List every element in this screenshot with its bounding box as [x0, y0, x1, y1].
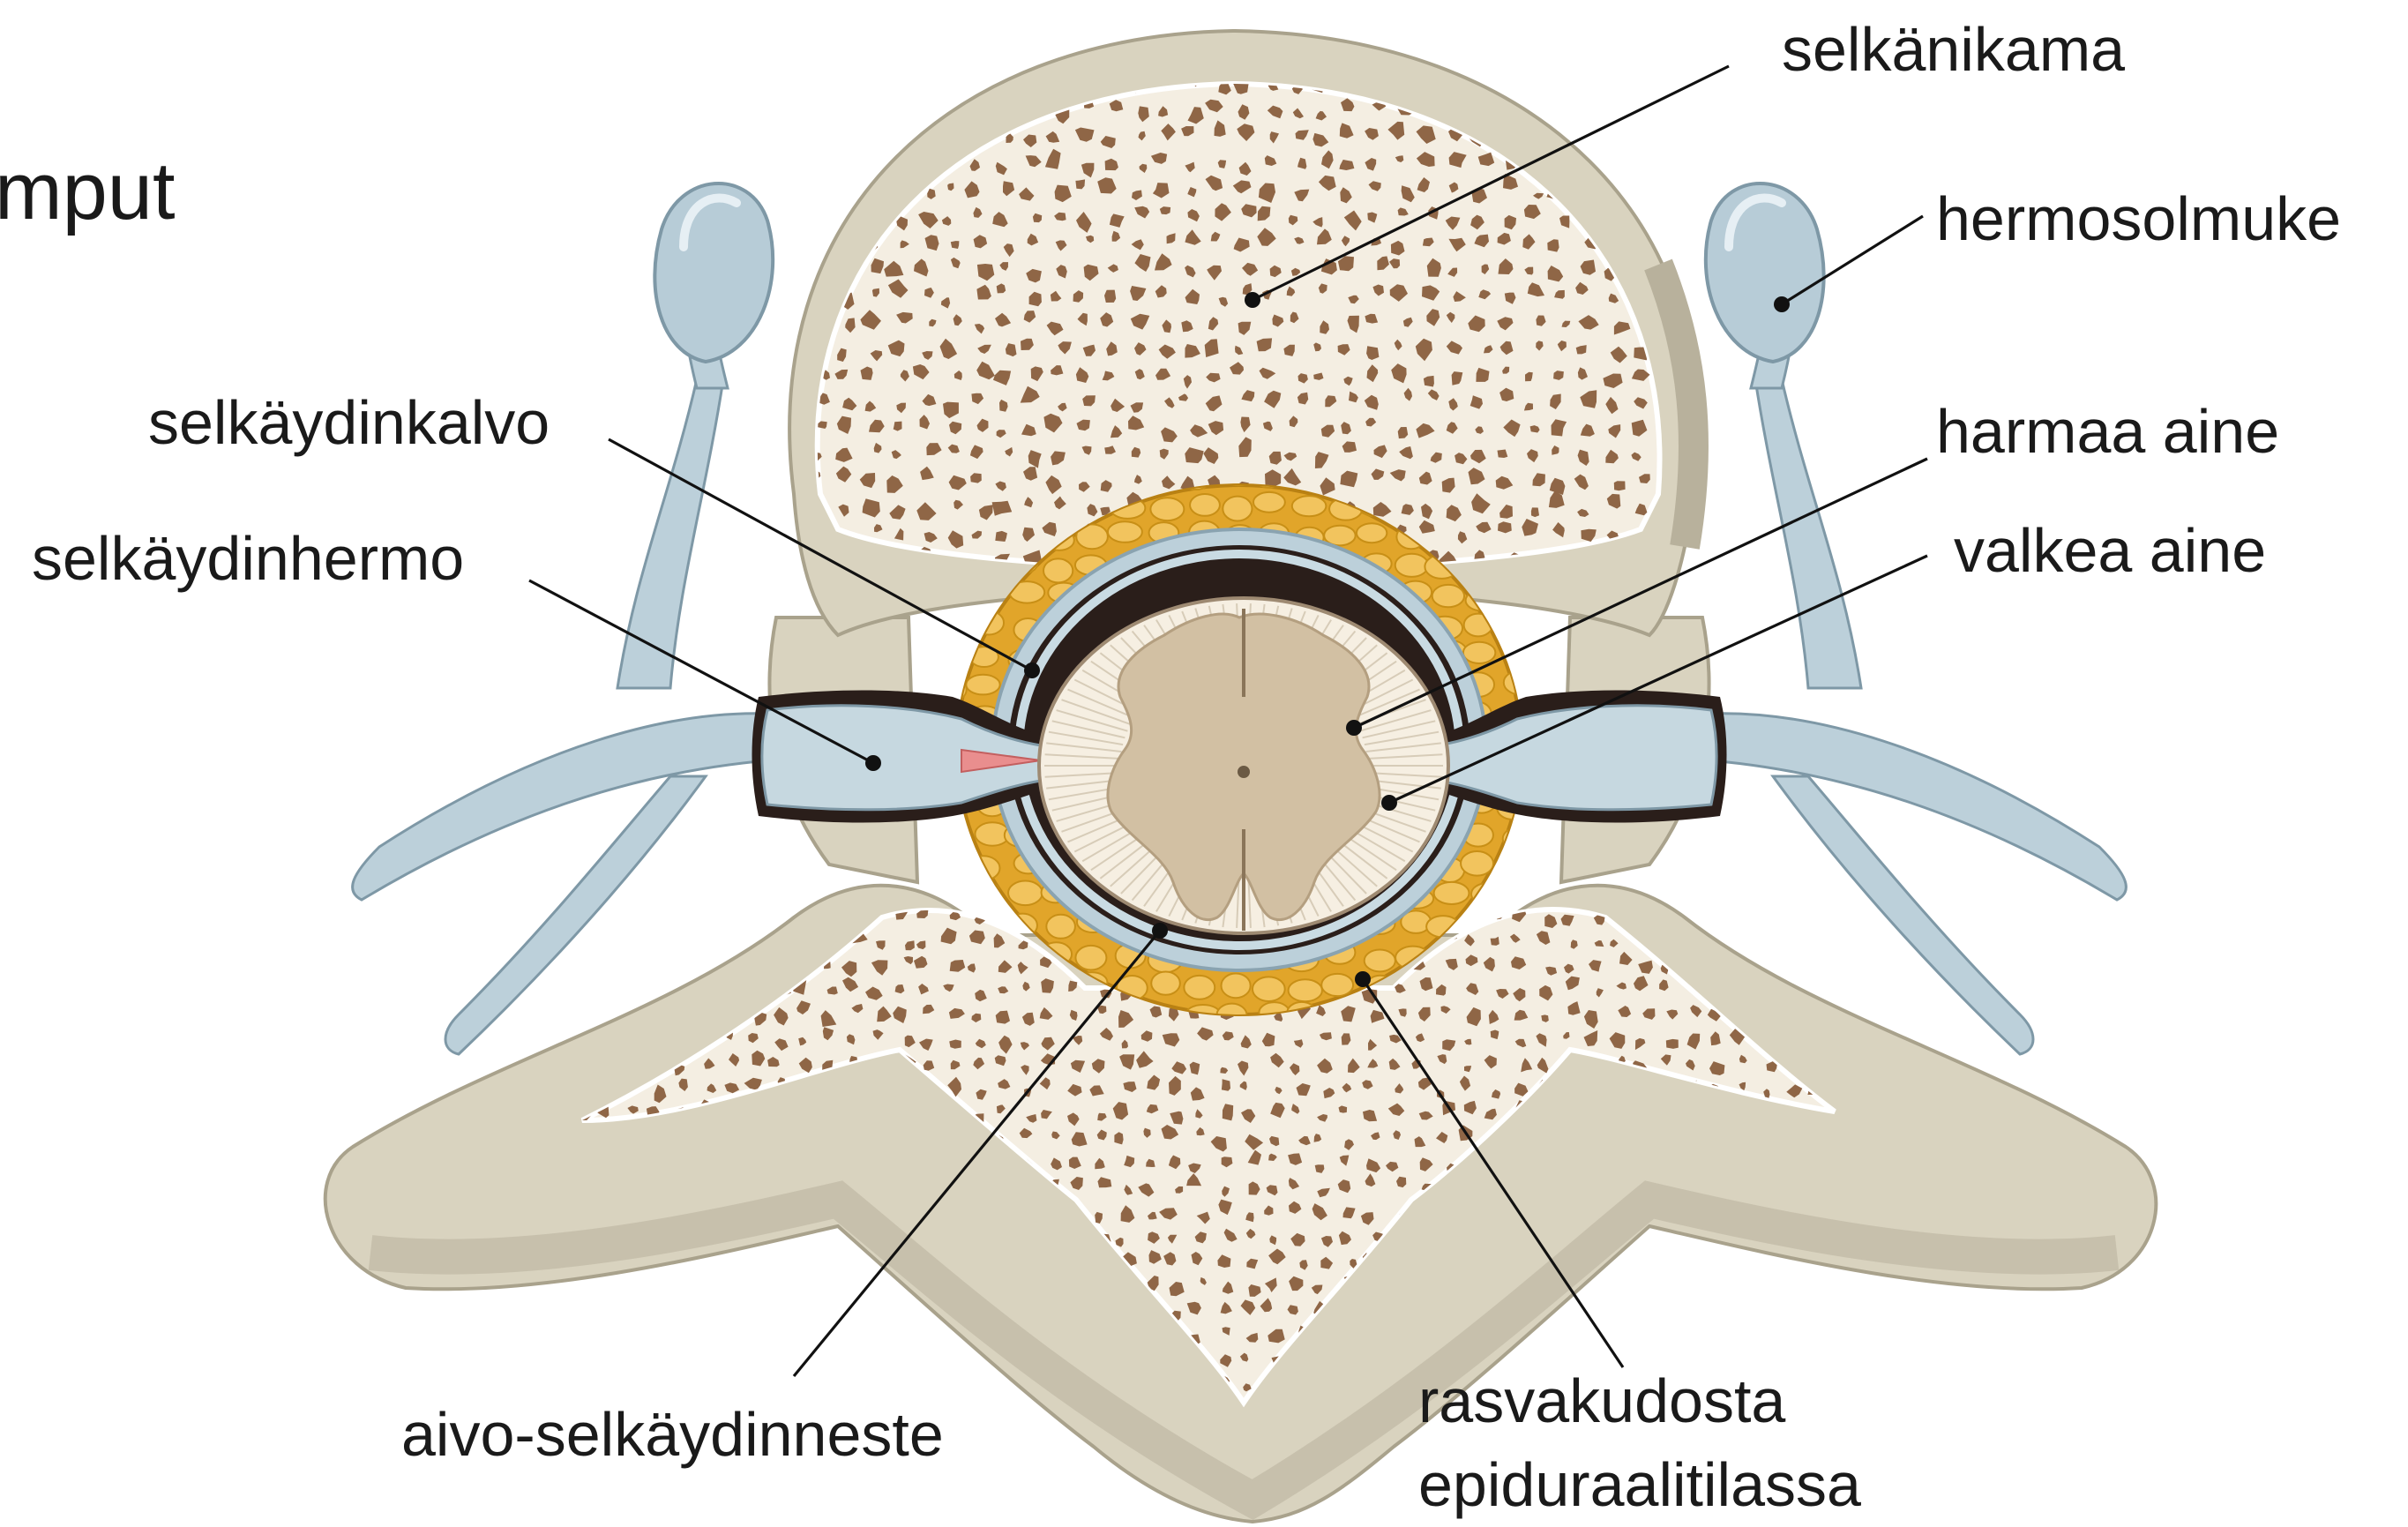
left-nerve-branches [353, 265, 794, 1054]
label-rasvakudosta-line1: rasvakudosta [1418, 1366, 1785, 1435]
corner-fragment-text: mput [0, 146, 176, 236]
label-selkanikama: selkänikama [1782, 15, 2125, 84]
label-valkea-aine: valkea aine [1954, 516, 2266, 585]
left-ganglion [654, 183, 773, 362]
label-harmaa-aine: harmaa aine [1936, 397, 2279, 466]
label-aivo-selkaydinneste: aivo-selkäydinneste [401, 1400, 944, 1469]
label-selkaydinkalvo: selkäydinkalvo [148, 388, 550, 457]
label-selkaydinhermo: selkäydinhermo [32, 524, 464, 593]
label-hermosolmuke: hermosolmuke [1936, 184, 2341, 253]
right-ganglion [1706, 183, 1824, 362]
label-rasvakudosta-line2: epiduraalitilassa [1418, 1450, 1861, 1519]
right-nerve-branches [1685, 265, 2126, 1054]
spinal-cord [1039, 598, 1448, 933]
